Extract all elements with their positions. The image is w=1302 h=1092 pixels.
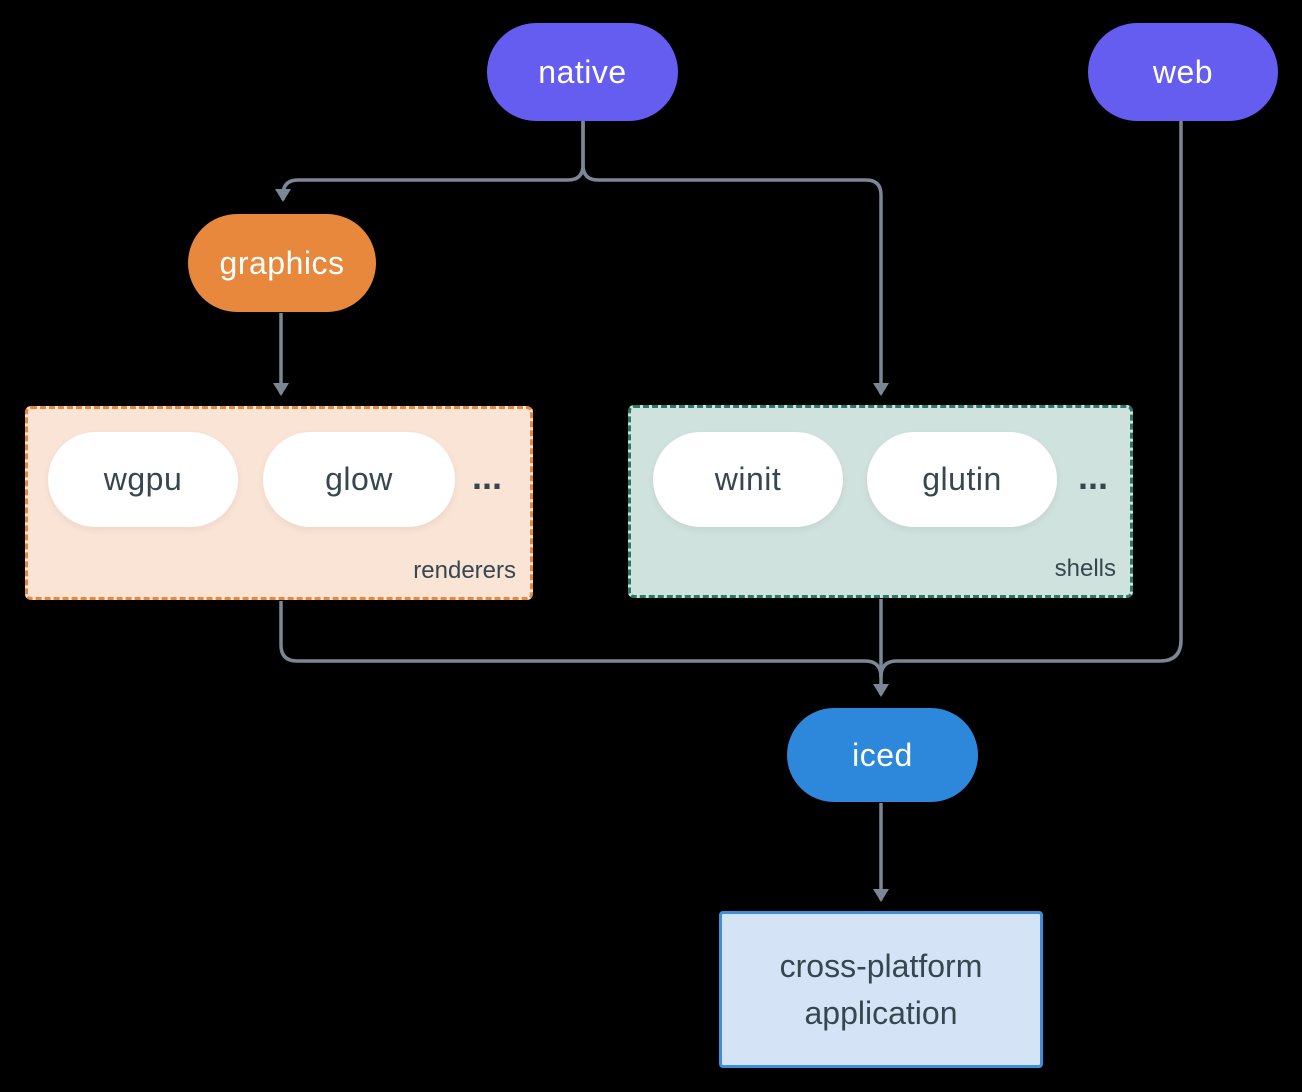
node-native-label: native (538, 53, 627, 90)
group-renderers-label: renderers (413, 557, 516, 584)
node-glutin-label: glutin (922, 461, 1002, 497)
node-web-label: web (1152, 53, 1214, 90)
group-shells-label: shells (1054, 555, 1116, 582)
node-glow: glow (263, 432, 455, 527)
node-web: web (1088, 23, 1278, 121)
application-label-line-2: application (804, 994, 958, 1031)
node-graphics-label: graphics (219, 244, 345, 281)
node-winit-label: winit (714, 461, 782, 497)
node-native: native (487, 23, 678, 121)
shells-ellipsis: ... (1077, 456, 1108, 497)
application-label-line-1: cross-platform (779, 948, 983, 985)
node-glow-label: glow (325, 461, 393, 497)
edge-native-to-graphics (275, 121, 585, 202)
node-glutin: glutin (867, 432, 1057, 527)
renderers-ellipsis: ... (471, 456, 502, 497)
node-wgpu-label: wgpu (103, 461, 183, 497)
node-graphics: graphics (188, 214, 376, 312)
node-cross-platform-application: cross-platform application (719, 911, 1043, 1068)
edge-native-to-shells (581, 121, 889, 396)
node-iced-label: iced (852, 736, 913, 773)
node-wgpu: wgpu (48, 432, 238, 527)
node-winit: winit (653, 432, 843, 527)
node-iced: iced (787, 708, 978, 802)
edge-renderers-to-junction (279, 601, 883, 678)
